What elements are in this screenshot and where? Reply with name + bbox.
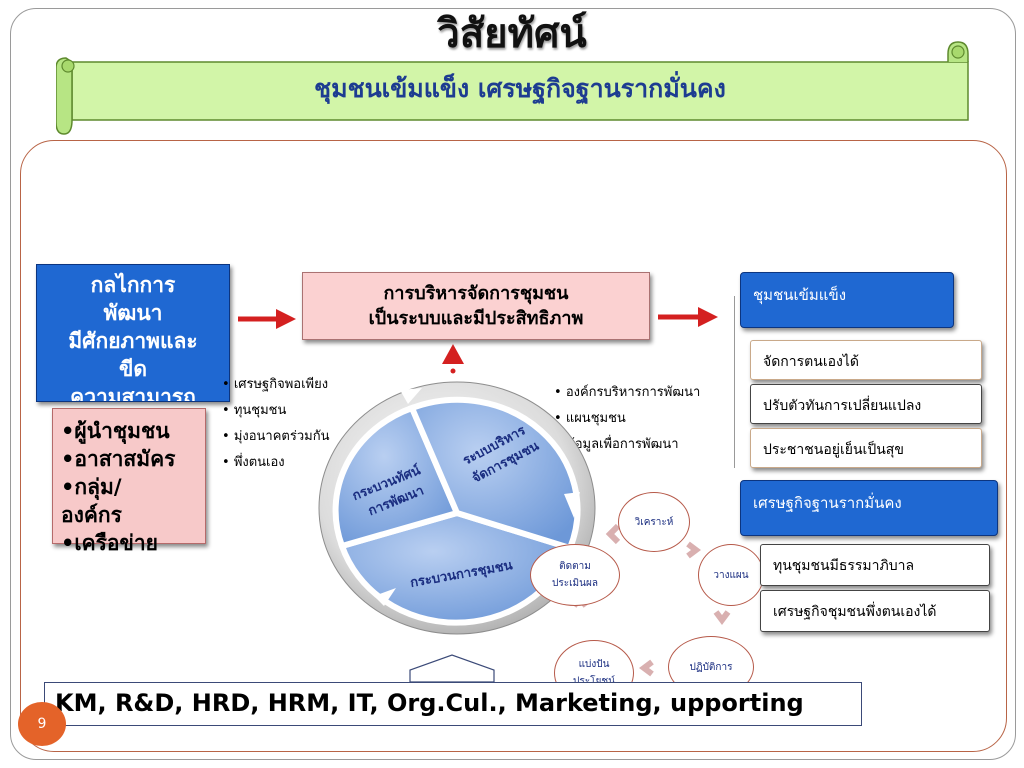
subtitle-scroll-banner [56, 41, 969, 135]
arrow-up-icon [442, 344, 464, 374]
outcome-item: ประชาชนอยู่เย็นเป็นสุข [750, 428, 982, 468]
actor-item: •อาสาสมัคร [61, 447, 176, 471]
community-management-box: การบริหารจัดการชุมชน เป็นระบบและมีประสิท… [302, 272, 650, 340]
development-mechanism-box: กลไกการ พัฒนา มีศักยภาพและ ขีด ความสามาร… [36, 264, 230, 402]
cycle-diagram: กระบวนทัศน์ การพัฒนา ระบบบริหาร จัดการชุ… [318, 381, 596, 635]
bullet-item: มุ่งอนาคตร่วมกัน [222, 424, 330, 450]
supporting-functions-bar: KM, R&D, HRD, HRM, IT, Org.Cul., Marketi… [44, 682, 862, 726]
bullet-item: องค์กรบริหารการพัฒนา [554, 380, 700, 406]
bullet-item: ข้อมูลเพื่อการพัฒนา [554, 432, 700, 458]
support-up-arrow-icon [409, 654, 495, 683]
bullet-item: แผนชุมชน [554, 406, 700, 432]
arrow-right-icon [238, 309, 296, 329]
mechanism-line: กลไกการ [90, 273, 176, 297]
mechanism-line: ขีด [119, 357, 147, 381]
outcome-strong-community-header: ชุมชนเข้มแข็ง [740, 272, 954, 328]
actor-item: •กลุ่ม/ [61, 475, 122, 499]
content-frame [20, 140, 1007, 752]
outcome-grassroots-economy-header: เศรษฐกิจฐานรากมั่นคง [740, 480, 998, 536]
management-bullet-list: องค์กรบริหารการพัฒนา แผนชุมชน ข้อมูลเพื่… [554, 380, 700, 458]
outcome-item: ปรับตัวทันการเปลี่ยนแปลง [750, 384, 982, 424]
cycle-arrowhead-icon [374, 588, 396, 606]
bullet-item: เศรษฐกิจพอเพียง [222, 372, 329, 398]
subtitle: ชุมชนเข้มแข็ง เศรษฐกิจฐานรากมั่นคง [314, 74, 726, 103]
mechanism-line: มีศักยภาพและ [68, 329, 198, 353]
step-plan: วางแผน [698, 544, 764, 606]
bullet-item: พึ่งตนเอง [222, 450, 329, 476]
management-line: เป็นระบบและมีประสิทธิภาพ [368, 308, 584, 329]
actors-box: •ผู้นำชุมชน •อาสาสมัคร •กลุ่ม/ องค์กร •เ… [52, 408, 206, 555]
actor-item: •ผู้นำชุมชน [61, 419, 170, 443]
divider-line [734, 296, 735, 468]
outcome-item: เศรษฐกิจชุมชนพึ่งตนเองได้ [760, 590, 990, 632]
cycle-arrowhead-icon [400, 388, 422, 404]
arrow-right-icon [658, 307, 718, 327]
bullet-item: ทุนชุมชน [222, 398, 329, 424]
actor-item: •เครือข่าย [61, 531, 158, 555]
slide-frame [10, 8, 1016, 760]
step-monitor-evaluate: ติดตาม ประเมินผล [530, 544, 620, 606]
actor-item: องค์กร [61, 503, 122, 527]
step-analyze: วิเคราะห์ [618, 492, 690, 552]
mechanism-line: ความสามารถ [70, 385, 196, 402]
page-number: 9 [18, 702, 66, 746]
outcome-item: ทุนชุมชนมีธรรมาภิบาล [760, 544, 990, 586]
management-line: การบริหารจัดการชุมชน [383, 283, 569, 304]
cycle-arrowhead-icon [564, 492, 580, 518]
paradigm-bullet-list: เศรษฐกิจพอเพียง ทุนชุมชน มุ่งอนาคตร่วมกั… [222, 372, 330, 476]
slide-title: วิสัยทัศน์ [437, 11, 587, 57]
outcome-item: จัดการตนเองได้ [750, 340, 982, 380]
mechanism-line: พัฒนา [103, 301, 163, 325]
